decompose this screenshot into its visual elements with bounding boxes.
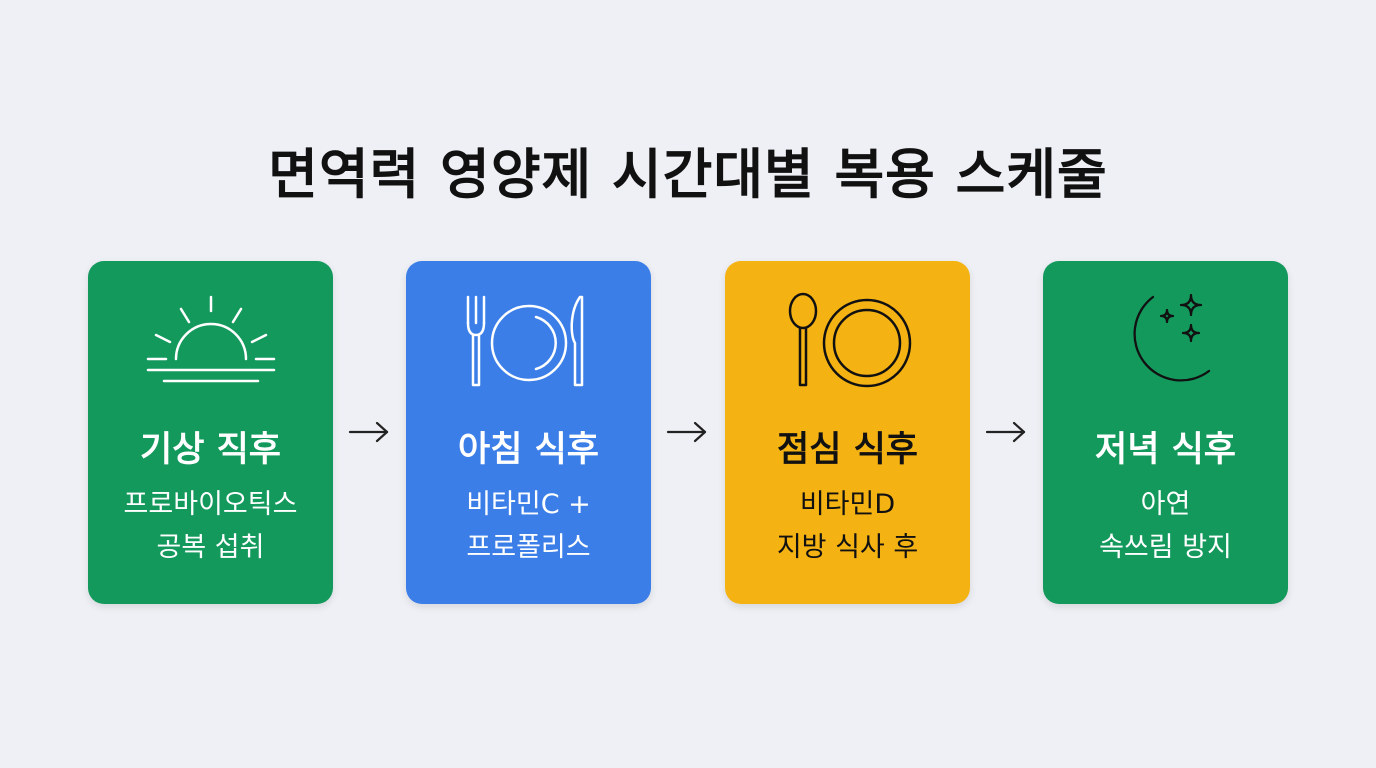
- step-title: 저녁 식후: [1095, 430, 1236, 470]
- step-description: 비타민C + 프로폴리스: [406, 483, 651, 569]
- step-description-line: 속쓰림 방지: [1099, 532, 1232, 563]
- page-title: 면역력 영양제 시간대별 복용 스케줄: [268, 143, 1108, 206]
- step-card-lunch: 점심 식후 비타민D 지방 식사 후: [725, 261, 970, 604]
- step-description-line: 비타민D: [799, 489, 896, 520]
- step-description-line: 아연: [1140, 489, 1191, 520]
- spoon-plate-icon: [725, 287, 970, 397]
- fork-plate-knife-icon: [406, 287, 651, 397]
- arrow-right-icon: [663, 417, 711, 447]
- step-description-line: 공복 섭취: [156, 532, 265, 563]
- step-description: 프로바이오틱스 공복 섭취: [88, 483, 333, 569]
- moon-stars-icon: [1043, 287, 1288, 397]
- step-card-dinner: 저녁 식후 아연 속쓰림 방지: [1043, 261, 1288, 604]
- step-description-line: 지방 식사 후: [776, 532, 919, 563]
- step-description: 아연 속쓰림 방지: [1043, 483, 1288, 569]
- step-description-line: 프로바이오틱스: [123, 489, 298, 520]
- arrow-right-icon: [345, 417, 393, 447]
- step-title: 점심 식후: [777, 430, 918, 470]
- step-description: 비타민D 지방 식사 후: [725, 483, 970, 569]
- sunrise-icon: [88, 287, 333, 397]
- step-description-line: 프로폴리스: [466, 532, 591, 563]
- step-title: 아침 식후: [458, 430, 599, 470]
- step-description-line: 비타민C +: [466, 489, 591, 520]
- arrow-right-icon: [982, 417, 1030, 447]
- step-card-wake-up: 기상 직후 프로바이오틱스 공복 섭취: [88, 261, 333, 604]
- step-title: 기상 직후: [140, 430, 281, 470]
- step-card-breakfast: 아침 식후 비타민C + 프로폴리스: [406, 261, 651, 604]
